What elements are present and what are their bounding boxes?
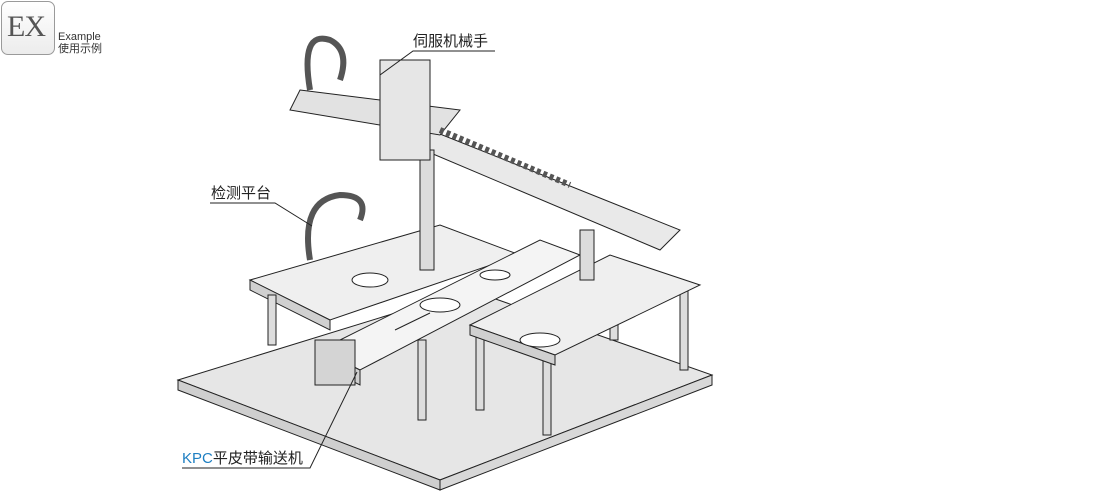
badge-caption-zh: 使用示例 [58, 43, 102, 55]
badge-caption: Example 使用示例 [58, 31, 102, 55]
callout-conveyor: KPC平皮带输送机 [182, 447, 303, 468]
example-badge: EX [1, 1, 55, 55]
callout-conveyor-model: KPC [182, 450, 213, 467]
callout-inspection-platform: 检测平台 [211, 185, 272, 202]
callout-servo-manipulator: 伺服机械手 [413, 33, 489, 50]
badge-mark: EX [7, 10, 46, 43]
leader-lines [182, 50, 495, 469]
cable-chain [304, 35, 347, 91]
badge-caption-en: Example [58, 31, 101, 43]
callout-conveyor-name: 平皮带输送机 [212, 450, 303, 467]
